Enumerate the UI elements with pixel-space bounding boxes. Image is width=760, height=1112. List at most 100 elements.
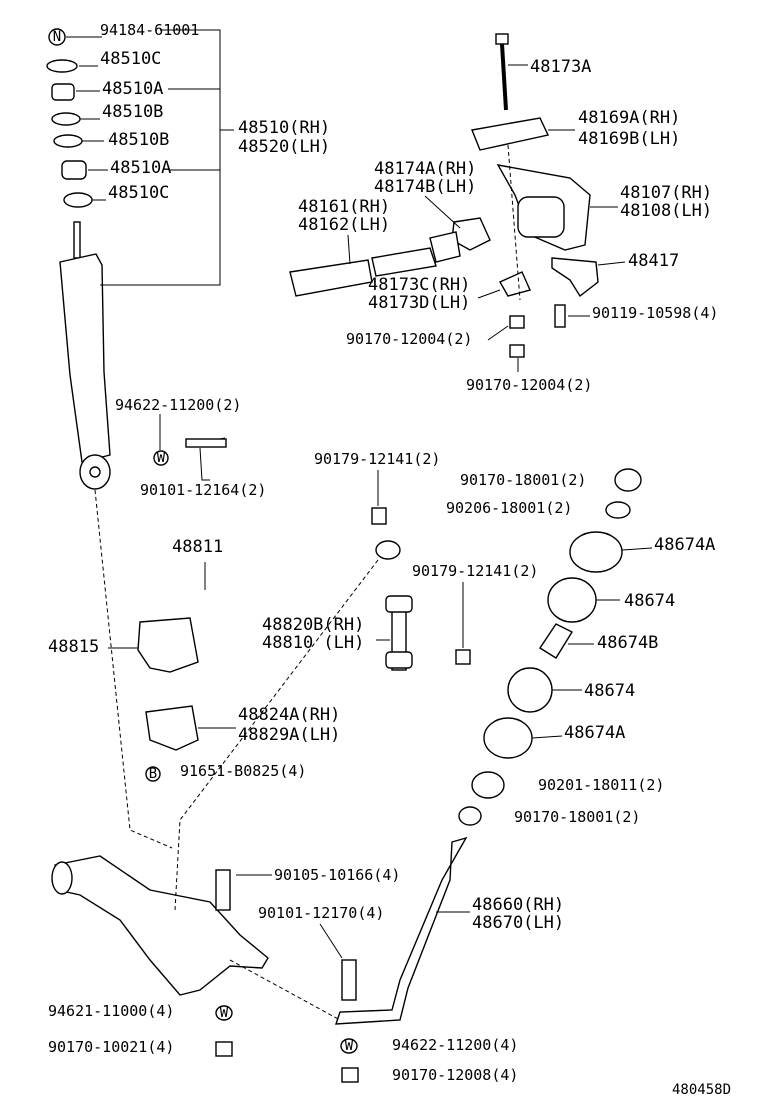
callout-90179-b: 90179-12141(2) (412, 562, 538, 580)
anchor-bushing-shape (517, 196, 565, 238)
anchor-arm-group: 48173A 48169A(RH) 48169B(LH) 48107(RH) 4… (289, 33, 718, 394)
callout-48108: 48108(LH) (620, 201, 712, 221)
callout-48173a: 48173A (530, 57, 591, 77)
cushion-48674-bot (507, 667, 553, 713)
callout-48829a: 48829A(LH) (238, 725, 340, 745)
callout-48173d: 48173D(LH) (368, 293, 470, 313)
nut-90170-18001-b (458, 806, 482, 826)
strut-bar-group: 90170-18001(2) 90206-18001(2) 48674A 486… (335, 468, 715, 1025)
callout-90170-18001-b: 90170-18001(2) (514, 808, 640, 826)
callout-90179-a: 90179-12141(2) (314, 450, 440, 468)
anchor-cap-48169 (471, 117, 550, 151)
cushion-48674-top (547, 577, 597, 623)
callout-48169b: 48169B(LH) (578, 129, 680, 149)
callout-48674a-bot: 48674A (564, 723, 625, 743)
torsion-bar-spline (429, 231, 461, 263)
nut-symbol-icon (48, 28, 66, 46)
bolt-90119-shape (554, 304, 566, 328)
callout-48670: 48670(LH) (472, 913, 564, 933)
nut-90170-18001-a (614, 468, 642, 492)
washer-90206 (605, 501, 631, 519)
callout-48162: 48162(LH) (298, 215, 390, 235)
callout-90101-12164: 90101-12164(2) (140, 481, 266, 499)
callout-48820b: 48820B(RH) (262, 615, 364, 635)
callout-48674-top: 48674 (624, 591, 675, 611)
leader-48674a-top (621, 547, 653, 551)
shock-dashed-line (94, 489, 173, 849)
strut-bar-48660 (335, 836, 468, 1025)
cushion-48674a-bot (483, 717, 533, 759)
callout-48510a-bot: 48510A (110, 158, 171, 178)
callout-90206: 90206-18001(2) (446, 499, 572, 517)
leader-48161 (347, 234, 351, 265)
shock-absorber-body (59, 253, 111, 463)
shock-eye-hole (89, 466, 101, 478)
stabilizer-bar-48811 (138, 546, 387, 618)
callout-90170-12004-a: 90170-12004(2) (346, 330, 472, 348)
collar-48674b (539, 623, 573, 659)
bolt-symbol-icon (145, 766, 161, 782)
callout-94621: 94621-11000(4) (48, 1002, 174, 1020)
leader-90170-12004-a (487, 325, 509, 341)
callout-90101-12170: 90101-12170(4) (258, 904, 384, 922)
stabilizer-dashed-line (174, 559, 379, 911)
washer-90201 (471, 771, 505, 799)
nut-90170-12008-icon (341, 1067, 359, 1083)
nut-90170-12004-a (509, 315, 525, 329)
bolt-mark: B (149, 766, 157, 782)
bolt-shank (185, 438, 227, 448)
callout-48510: 48510(RH) (238, 118, 330, 138)
bracket-48824a (145, 705, 199, 751)
cushion-48674a-top (569, 531, 623, 573)
callout-48815: 48815 (48, 637, 99, 657)
callout-48161: 48161(RH) (298, 197, 390, 217)
arm-dashed-line (229, 959, 341, 1021)
cushion-48510c-top-shape (46, 59, 78, 73)
callout-48520: 48520(LH) (238, 137, 330, 157)
callout-90170-12004-b: 90170-12004(2) (466, 376, 592, 394)
callout-48510c-top: 48510C (100, 49, 161, 69)
callout-90119: 90119-10598(4) (592, 304, 718, 322)
nut-90170-12004-b (509, 344, 525, 358)
washer-mark-a: W (157, 450, 166, 466)
lower-arm-body (54, 855, 269, 996)
callout-48660: 48660(RH) (472, 895, 564, 915)
washer-94621-icon (215, 1005, 233, 1021)
callout-48173c: 48173C(RH) (368, 275, 470, 295)
washer-mark-c: W (345, 1038, 354, 1054)
stabilizer-group: 48811 90179-12141(2) 48815 48820B(RH) 48… (48, 450, 538, 782)
cushion-48510a-bot-shape (61, 160, 87, 180)
leader-90101-12170 (319, 923, 343, 959)
nut-90170-10021-icon (215, 1041, 233, 1057)
diagram-id: 480458D (672, 1082, 731, 1098)
leader-48674a-bot (531, 735, 563, 739)
callout-48169a: 48169A(RH) (578, 108, 680, 128)
bushing-48815 (137, 617, 199, 673)
callout-48510c-bot: 48510C (108, 183, 169, 203)
callout-90170-18001-a: 90170-18001(2) (460, 471, 586, 489)
shock-rod-shape (73, 221, 81, 259)
nut-symbol-mark: N (53, 29, 61, 45)
callout-48674a-top: 48674A (654, 535, 715, 555)
shock-leader-lines (66, 36, 108, 201)
callout-48811: 48811 (172, 537, 223, 557)
bracket-48417 (551, 257, 599, 298)
leader-48174 (424, 195, 461, 229)
washer-94622-b-icon (340, 1038, 358, 1054)
callout-90105: 90105-10166(4) (274, 866, 400, 884)
callout-48674-bot: 48674 (584, 681, 635, 701)
bolt-48173a-shank (500, 43, 508, 111)
callout-90170-12008: 90170-12008(4) (392, 1066, 518, 1084)
lower-arm-group: 90105-10166(4) 90101-12170(4) W 94621-11… (48, 855, 518, 1084)
callout-94622-a: 94622-11200(2) (115, 396, 241, 414)
stabilizer-bar-end (375, 540, 401, 560)
callout-48810: 48810 (LH) (262, 633, 364, 653)
callout-48824a: 48824A(RH) (238, 705, 340, 725)
callout-48417: 48417 (628, 251, 679, 271)
callout-48174b: 48174B(LH) (374, 177, 476, 197)
retainer-48510b-1-shape (51, 112, 81, 126)
cushion-48510c-bot-shape (63, 192, 93, 208)
torsion-bar-48161-front (289, 259, 373, 297)
callout-48510b-2: 48510B (108, 130, 169, 150)
